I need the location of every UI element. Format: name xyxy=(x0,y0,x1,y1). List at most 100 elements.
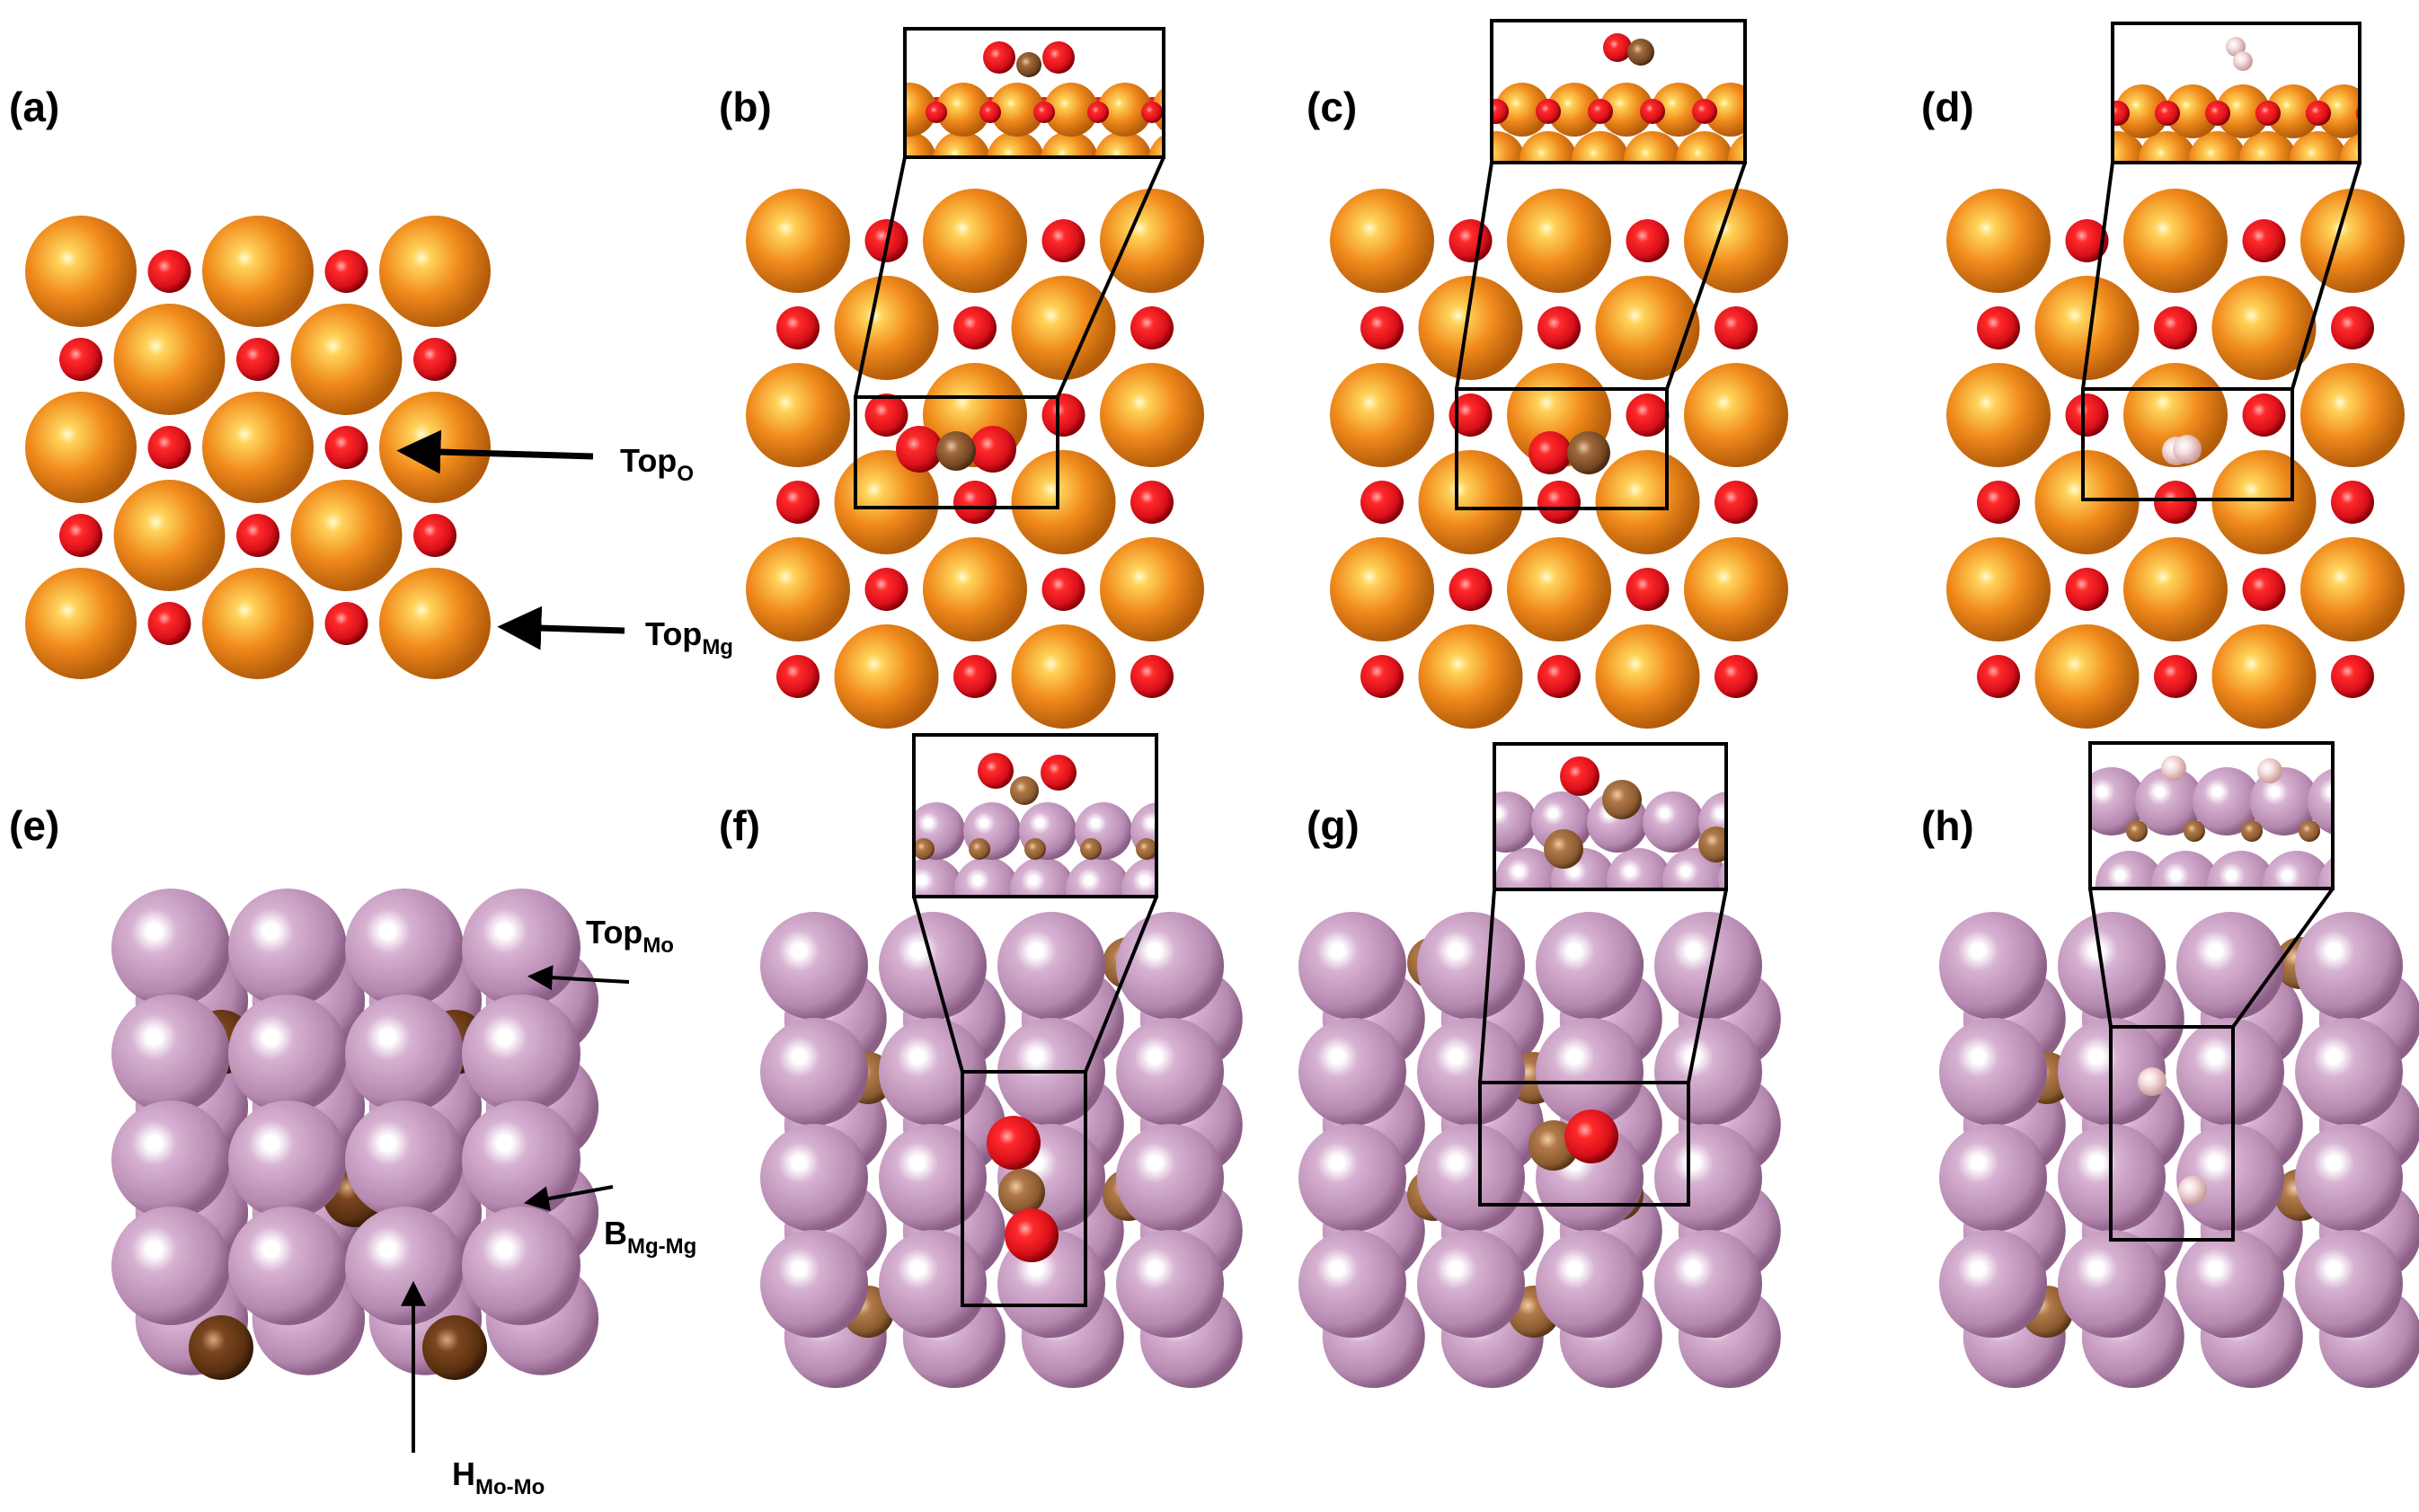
c-atom-carbide xyxy=(1544,829,1583,869)
o-atom xyxy=(2065,568,2109,611)
c-atom-carbide xyxy=(2299,820,2320,842)
mg-atom xyxy=(113,304,226,415)
mo-atom xyxy=(345,1207,464,1325)
panel-label-d: (d) xyxy=(1921,84,1974,130)
o-atom xyxy=(1041,393,1085,437)
mg-atom xyxy=(1507,537,1611,641)
c-atom-carbide xyxy=(2126,820,2148,842)
panel-label-g: (g) xyxy=(1307,802,1360,849)
mo-atom xyxy=(228,995,347,1113)
o-atom xyxy=(2154,306,2197,349)
o-atom xyxy=(1130,481,1174,524)
mgo-slab-a xyxy=(25,216,491,679)
mg-atom xyxy=(1044,83,1098,137)
mg-atom xyxy=(933,131,990,157)
mg-atom xyxy=(1100,363,1204,467)
o-atom xyxy=(2155,101,2180,126)
mo-atom xyxy=(760,1124,868,1232)
mo-atom xyxy=(1010,857,1075,897)
inset-frame-f xyxy=(912,733,1158,898)
co2-c-atom xyxy=(998,1169,1045,1216)
mo-atom xyxy=(760,1018,868,1126)
o-atom xyxy=(2154,481,2197,524)
o-atom xyxy=(1977,655,2020,698)
o-atom xyxy=(236,514,279,557)
arrow-top-mo xyxy=(527,965,630,991)
mo-atom xyxy=(1939,1230,2047,1338)
mg-atom xyxy=(2216,84,2270,138)
o-atom xyxy=(953,481,997,524)
mgo-slab-b xyxy=(746,189,1204,729)
o-atom xyxy=(147,426,191,469)
inset-frame-h xyxy=(2088,741,2335,890)
mg-atom xyxy=(1418,276,1523,380)
o-atom xyxy=(324,250,368,293)
c-atom-carbide xyxy=(2241,820,2263,842)
co-c-atom xyxy=(1627,39,1654,66)
mo-atom xyxy=(1536,1230,1644,1338)
mg-atom xyxy=(1728,133,1745,163)
mo-atom xyxy=(462,1207,580,1325)
o-atom xyxy=(324,426,368,469)
mg-atom xyxy=(1418,624,1523,729)
mg-atom xyxy=(1330,363,1434,467)
mo-atom xyxy=(2207,851,2275,889)
o-atom xyxy=(1640,99,1665,124)
mg-atom xyxy=(1684,189,1788,293)
zoom-line-right-h xyxy=(2231,887,2335,1029)
o-atom xyxy=(776,481,820,524)
co-o-atom xyxy=(1603,33,1632,62)
mo-atom xyxy=(1939,1124,2047,1232)
mo-atom xyxy=(954,857,1019,897)
co2-o-atom xyxy=(970,426,1016,473)
mo-atom xyxy=(1298,1018,1406,1126)
co2-o-atom xyxy=(1041,755,1077,791)
mg-atom xyxy=(1492,131,1525,163)
mg-atom xyxy=(923,189,1027,293)
zoom-f xyxy=(912,733,1158,1307)
inset-side-view xyxy=(1492,33,1745,163)
mg-atom xyxy=(2189,131,2246,163)
o-atom xyxy=(2154,655,2197,698)
mg-atom xyxy=(1595,450,1700,554)
mo-atom xyxy=(228,1207,347,1325)
mg-atom xyxy=(1595,624,1700,729)
o-atom xyxy=(1977,306,2020,349)
co-c-atom xyxy=(1567,431,1610,474)
mg-atom xyxy=(2139,131,2196,163)
co2-o-atom xyxy=(983,41,1015,74)
mg-atom xyxy=(1684,537,1788,641)
mo-atom xyxy=(1939,912,2047,1020)
co-o-atom xyxy=(1564,1110,1618,1163)
mg-atom xyxy=(1572,131,1629,163)
zoom-c xyxy=(1455,19,1747,510)
panel-label-h: (h) xyxy=(1921,802,1974,849)
c-atom-carbide xyxy=(1136,838,1156,860)
o-atom xyxy=(1041,568,1085,611)
o-atom xyxy=(1360,306,1404,349)
panel-label-c: (c) xyxy=(1307,84,1357,130)
zoom-line-left-d xyxy=(2081,162,2114,390)
o-atom xyxy=(1715,306,1758,349)
mg-atom xyxy=(923,537,1027,641)
o-atom xyxy=(1588,99,1613,124)
zoom-box-h xyxy=(2109,1025,2235,1242)
mo-atom xyxy=(879,1230,987,1338)
mo-atom xyxy=(1417,1018,1525,1126)
mg-atom xyxy=(834,276,939,380)
mo2c-slab-e xyxy=(111,889,599,1380)
inset-side-view xyxy=(905,41,1164,157)
o-atom xyxy=(2331,306,2374,349)
mo-atom xyxy=(1718,859,1726,889)
inset-frame-d xyxy=(2111,22,2361,164)
zoom-d xyxy=(2081,22,2361,501)
o-atom xyxy=(953,655,997,698)
mg-atom xyxy=(25,216,137,327)
mo-atom xyxy=(879,1018,987,1126)
mg-atom xyxy=(1011,276,1116,380)
mo-atom xyxy=(760,1230,868,1338)
o-atom xyxy=(1537,306,1581,349)
co-o-atom xyxy=(1528,431,1572,474)
mo-atom xyxy=(1116,1230,1224,1338)
mo-atom xyxy=(2090,767,2146,836)
